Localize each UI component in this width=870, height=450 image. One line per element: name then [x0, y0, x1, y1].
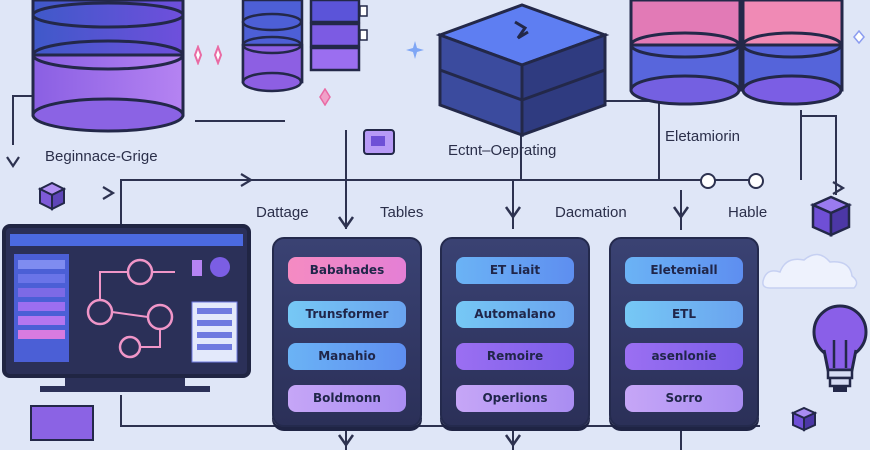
panel-1-item-2[interactable]: Trunsformer	[288, 301, 406, 328]
arrow-down-icon	[337, 216, 355, 229]
connector-line	[800, 115, 837, 117]
panel-2-item-1[interactable]: ET Liait	[456, 257, 574, 284]
panel-1-item-3[interactable]: Manahio	[288, 343, 406, 370]
connector-line	[345, 179, 347, 229]
process-panel-2: ET Liait Automalano Remoire Operlions	[440, 237, 590, 427]
cube-icon	[809, 195, 853, 237]
connector-node	[700, 173, 716, 189]
connector-line	[195, 120, 285, 122]
lightbulb-icon	[812, 304, 868, 392]
database-icon	[741, 0, 844, 106]
arrow-right-icon	[102, 186, 116, 200]
server-stack-icon	[309, 0, 368, 72]
cube-icon	[790, 406, 818, 432]
connector-line	[345, 130, 347, 180]
label-top-right: Eletamiorin	[665, 128, 741, 145]
panel-3-item-1[interactable]: Eletemiall	[625, 257, 743, 284]
panel-2-item-2[interactable]: Automalano	[456, 301, 574, 328]
panel-2-item-3[interactable]: Remoire	[456, 343, 574, 370]
label-top-center: Ectnt–Oeprating	[448, 142, 557, 159]
connector-line	[120, 179, 760, 181]
arrow-down-icon	[672, 206, 690, 219]
database-icon	[241, 0, 304, 93]
connector-line	[120, 425, 760, 427]
arrow-down-icon	[504, 434, 522, 447]
connector-line	[12, 95, 32, 97]
connector-line	[800, 110, 802, 180]
label-row-1: Dattage	[256, 204, 309, 221]
connector-line	[12, 95, 14, 145]
panel-1-item-4[interactable]: Boldmonn	[288, 385, 406, 412]
connector-line	[835, 115, 837, 195]
connector-line	[120, 179, 122, 229]
note-card	[30, 405, 94, 441]
arrow-down-icon	[6, 156, 20, 168]
panel-1-item-1[interactable]: Babahades	[288, 257, 406, 284]
server-stack-icon	[435, 3, 610, 138]
connector-line	[520, 100, 522, 180]
cube-icon	[37, 181, 67, 211]
sparkle-icon	[319, 88, 331, 106]
connector-line	[680, 190, 682, 230]
sparkle-icon	[406, 41, 424, 59]
arrow-down-icon	[337, 434, 355, 447]
label-top-left: Beginnace-Grige	[45, 148, 158, 165]
panel-3-item-3[interactable]: asenlonie	[625, 343, 743, 370]
connector-line	[120, 395, 122, 425]
monitor-icon	[2, 224, 251, 392]
database-icon	[629, 0, 742, 106]
arrow-down-icon	[504, 206, 522, 219]
panel-3-item-2[interactable]: ETL	[625, 301, 743, 328]
document-icon	[363, 129, 395, 155]
process-panel-1: Babahades Trunsformer Manahio Boldmonn	[272, 237, 422, 427]
arrow-right-icon	[832, 181, 846, 195]
sparkle-icon	[193, 45, 223, 65]
database-icon	[31, 0, 185, 133]
connector-node	[748, 173, 764, 189]
panel-3-item-4[interactable]: Sorro	[625, 385, 743, 412]
process-panel-3: Eletemiall ETL asenlonie Sorro	[609, 237, 759, 427]
connector-line	[512, 179, 514, 229]
cloud-icon	[762, 253, 858, 289]
connector-line	[658, 100, 660, 180]
connector-line	[560, 100, 660, 102]
panel-2-item-4[interactable]: Operlions	[456, 385, 574, 412]
label-row-4: Hable	[728, 204, 768, 221]
sparkle-icon	[853, 30, 865, 44]
connector-line	[680, 420, 682, 450]
connector-line	[345, 420, 347, 450]
label-row-2: Tables	[380, 204, 424, 221]
label-row-3: Dacmation	[555, 204, 627, 221]
connector-line	[512, 420, 514, 450]
arrow-right-icon	[240, 173, 254, 187]
